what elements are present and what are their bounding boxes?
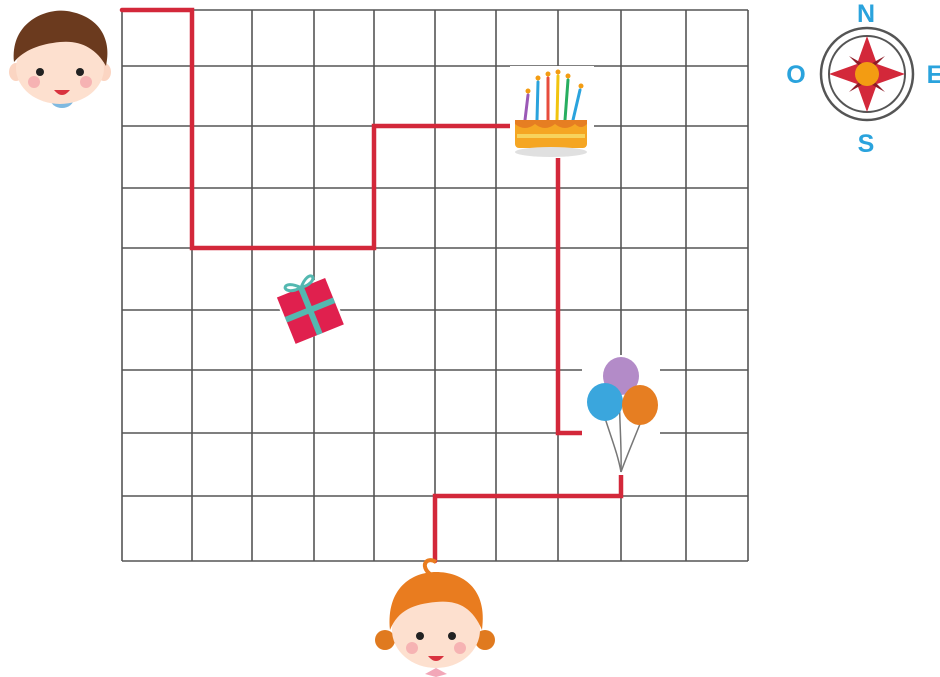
boy-face-icon [9, 11, 111, 108]
compass-south-label: S [858, 130, 875, 158]
compass-west-label: O [786, 61, 805, 89]
compass-north-label: N [857, 0, 875, 28]
birthday-cake-icon [510, 66, 594, 158]
balloons-icon [582, 355, 660, 475]
girl-face-icon [375, 560, 495, 677]
compass-east-label: E [927, 61, 940, 89]
maze-grid [122, 10, 748, 561]
gift-icon [272, 270, 345, 344]
compass-rose: N S E O [786, 0, 940, 158]
